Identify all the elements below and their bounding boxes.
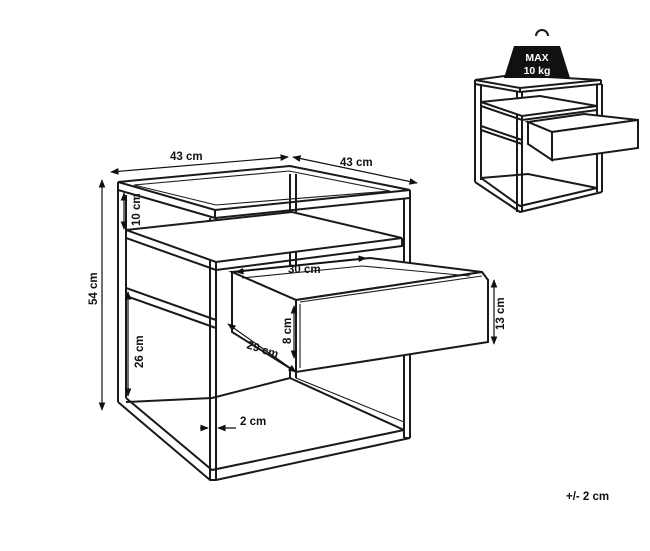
label-width-right: 43 cm — [340, 157, 373, 169]
tolerance-note: +/- 2 cm — [566, 491, 609, 503]
weight-icon: MAX 10 kg — [504, 29, 570, 78]
label-width-left: 43 cm — [170, 151, 203, 163]
small-table-drawing — [474, 73, 639, 214]
label-drawer-front-height: 13 cm — [495, 297, 507, 330]
dimensions: 43 cm 43 cm 54 cm 10 cm 26 cm 2 cm 30 cm… — [88, 151, 507, 432]
label-drawer-inner-height: 8 cm — [282, 318, 294, 344]
shelf — [125, 210, 403, 264]
weight-value-label: 10 kg — [524, 65, 551, 77]
label-shelf-gap: 10 cm — [131, 193, 143, 226]
main-table-drawing — [117, 164, 489, 481]
weight-max-label: MAX — [525, 52, 548, 64]
label-height-total: 54 cm — [88, 272, 100, 305]
label-drawer-width: 30 cm — [288, 264, 321, 276]
label-lower-height: 26 cm — [134, 335, 146, 368]
label-leg-width: 2 cm — [240, 416, 266, 428]
